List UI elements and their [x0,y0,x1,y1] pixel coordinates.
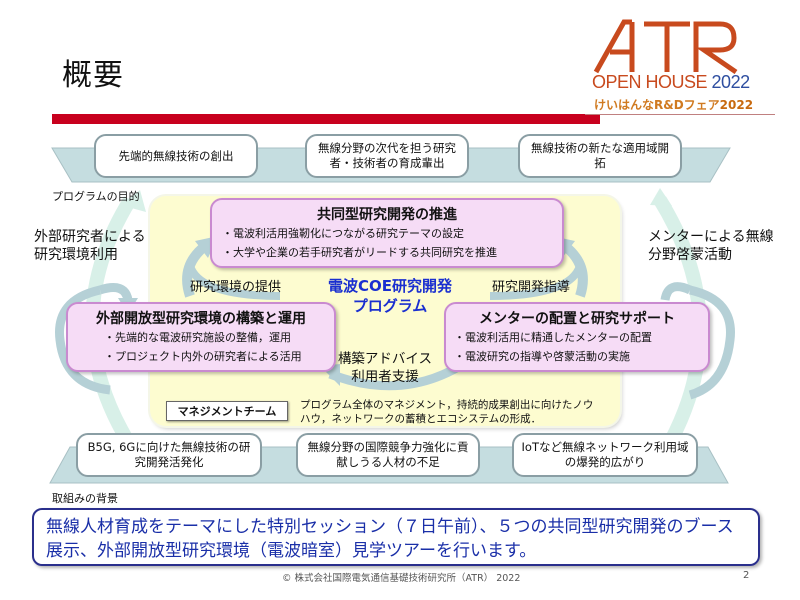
purpose-caption: プログラムの目的 [52,190,140,203]
background-caption: 取組みの背景 [52,492,118,505]
summary-box: 無線人材育成をテーマにした特別セッション（７日午前）、５つの共同型研究開発のブー… [32,508,760,566]
background-card-1: B5G, 6Gに向けた無線技術の研究開発活発化 [76,433,262,477]
left-side-label: 外部研究者による研究環境利用 [34,229,146,263]
footer-copyright: © 株式会社国際電気通信基礎技術研究所（ATR） 2022 [282,573,521,584]
flow-label-guidance: 研究開発指導 [492,280,571,295]
atr-logo-icon [593,19,738,74]
flow-label-environment: 研究環境の提供 [190,280,282,295]
box-joint-rd-bullet-2: ・大学や企業の若手研究者がリードする共同研究を推進 [222,246,497,259]
background-card-2: 無線分野の国際競争力強化に貢献しうる人材の不足 [296,433,480,477]
title-underline [52,114,600,124]
box-joint-rd: 共同型研究開発の推進 ・電波利活用強靭化につながる研究テーマの設定 ・大学や企業… [210,198,564,268]
logo-fair: けいはんなR&Dフェア2022 [594,98,754,112]
purpose-card-3: 無線技術の新たな適用域開拓 [518,134,682,178]
box-mentor-bullet-2: ・電波研究の指導や啓蒙活動の実施 [454,350,630,363]
box-mentor-title: メンターの配置と研究サポート [479,311,675,327]
right-side-label: メンターによる無線分野啓蒙活動 [648,229,774,263]
page-number: 2 [743,570,750,581]
logo-open-house: OPEN HOUSE 2022 [592,72,750,92]
flow-label-support: 構築アドバイス 利用者支援 [337,351,433,385]
box-open-env: 外部開放型研究環境の構築と運用 ・先端的な電波研究施設の整備，運用 ・プロジェク… [66,302,336,372]
purpose-card-2: 無線分野の次代を担う研究者・技術者の育成輩出 [305,134,469,178]
box-open-env-bullet-1: ・先端的な電波研究施設の整備，運用 [104,331,291,344]
purpose-card-1: 先端的無線技術の創出 [94,134,258,178]
program-title: 電波COE研究開発 プログラム [327,277,452,315]
box-mentor: メンターの配置と研究サポート ・電波利活用に精通したメンターの配置 ・電波研究の… [444,302,710,372]
box-joint-rd-title: 共同型研究開発の推進 [317,207,457,223]
box-open-env-bullet-2: ・プロジェクト内外の研究者による活用 [104,350,302,363]
box-mentor-bullet-1: ・電波利活用に精通したメンターの配置 [454,331,652,344]
management-description: プログラム全体のマネジメント，持続的成果創出に向けたノウハウ，ネットワークの蓄積… [300,399,594,425]
logo-divider [585,114,775,115]
page-title: 概要 [62,58,124,93]
management-team-label: マネジメントチーム [166,401,288,421]
background-card-3: IoTなど無線ネットワーク利用域の爆発的広がり [512,433,698,477]
box-open-env-title: 外部開放型研究環境の構築と運用 [96,311,306,327]
box-joint-rd-bullet-1: ・電波利活用強靭化につながる研究テーマの設定 [222,227,464,240]
